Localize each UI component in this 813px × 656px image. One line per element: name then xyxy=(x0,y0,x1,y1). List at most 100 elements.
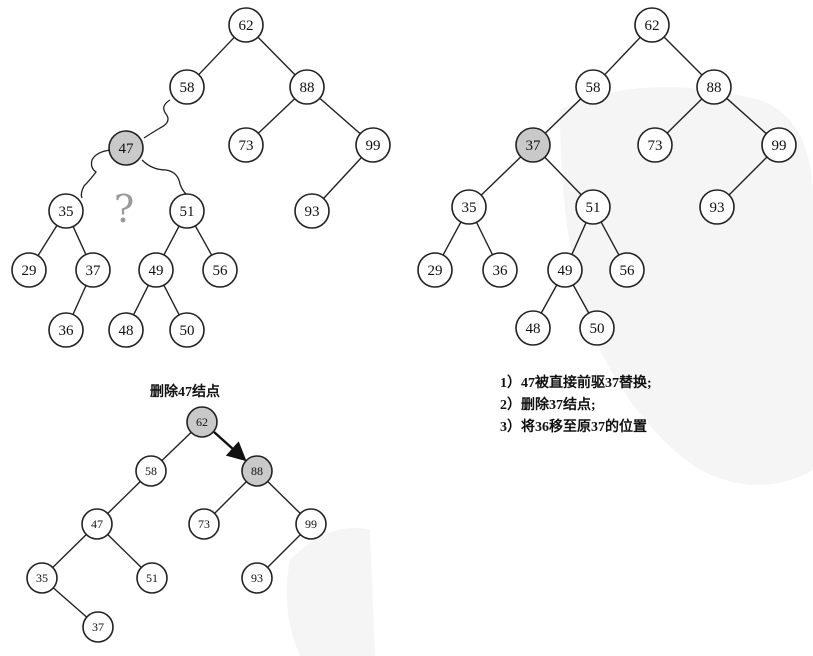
right-tree-node-label: 58 xyxy=(586,80,601,96)
left-tree-edge xyxy=(72,226,87,255)
bottom-tree-node-circle xyxy=(136,562,168,594)
right-tree-node: 50 xyxy=(579,310,615,346)
left-tree-edge xyxy=(72,285,87,315)
watermark-blob-bottom xyxy=(286,528,375,656)
right-tree-node-label: 56 xyxy=(620,263,636,279)
left-tree-node-label: 62 xyxy=(239,18,254,34)
bottom-tree-node: 47 xyxy=(81,508,113,540)
right-tree-edge xyxy=(728,156,768,196)
right-tree-node: 49 xyxy=(547,252,583,288)
right-tree-node: 51 xyxy=(575,189,611,225)
left-tree-node-label: 36 xyxy=(59,323,75,339)
bottom-tree-node: 93 xyxy=(241,562,273,594)
left-tree-node-label: 35 xyxy=(59,204,74,220)
bottom-tree-edge xyxy=(107,481,141,514)
step-item: 1）47被直接前驱37替换; xyxy=(500,376,652,391)
left-tree-node-circle xyxy=(48,193,84,229)
bottom-tree-caption: 删除47结点 xyxy=(150,385,220,400)
right-tree-node-label: 35 xyxy=(462,200,477,216)
right-tree-node: 48 xyxy=(515,310,551,346)
right-tree-node-label: 49 xyxy=(558,263,573,279)
left-tree-edge xyxy=(37,225,58,256)
bottom-tree-node: 62 xyxy=(186,406,218,438)
bottom-tree-edge xyxy=(52,534,87,568)
bottom-tree-node-label: 47 xyxy=(91,517,103,531)
left-tree-node-circle xyxy=(11,252,47,288)
right-tree-node-circle xyxy=(515,127,551,163)
right-tree-node-circle xyxy=(575,189,611,225)
right-tree-node: 88 xyxy=(696,69,732,105)
right-tree-edge xyxy=(442,221,462,256)
left-tree-broken-edge xyxy=(141,159,187,195)
bottom-tree-edge xyxy=(267,534,301,568)
steps-list: 1）47被直接前驱37替换; 2）删除37结点; 3）将36移至原37的位置 xyxy=(500,373,652,439)
step-item: 3）将36移至原37的位置 xyxy=(500,420,647,435)
left-tree-node: 29 xyxy=(11,252,47,288)
left-tree-broken-edge xyxy=(80,149,111,199)
right-tree-node: 29 xyxy=(417,252,453,288)
bottom-tree-node-circle xyxy=(186,406,218,438)
right-tree-node-circle xyxy=(547,252,583,288)
left-tree-node: 51 xyxy=(169,193,205,229)
right-tree-node-label: 37 xyxy=(526,138,542,154)
left-tree-node: 37 xyxy=(75,252,111,288)
bottom-tree-node-label: 93 xyxy=(251,571,263,585)
right-tree-node: 36 xyxy=(482,252,518,288)
left-tree-node: 93 xyxy=(294,193,330,229)
bottom-tree-edge xyxy=(161,431,192,462)
right-tree-node: 93 xyxy=(699,189,735,225)
right-tree-edge xyxy=(544,156,582,196)
bottom-tree-node: 51 xyxy=(136,562,168,594)
right-tree-node-label: 29 xyxy=(428,263,443,279)
left-tree-node: 36 xyxy=(48,312,84,348)
bottom-tree-node-circle xyxy=(135,455,167,487)
left-tree-node-label: 48 xyxy=(119,323,134,339)
bottom-tree-arrow xyxy=(213,431,247,462)
right-tree-node-circle xyxy=(609,252,645,288)
left-tree-node-label: 93 xyxy=(305,204,320,220)
bottom-tree-node-label: 58 xyxy=(145,464,157,478)
right-tree-node-circle xyxy=(696,69,732,105)
left-tree-node: 58 xyxy=(169,69,205,105)
left-tree-node-label: 29 xyxy=(22,263,37,279)
left-tree-edge xyxy=(163,284,180,316)
right-tree-node: 73 xyxy=(637,127,673,163)
bottom-tree-node: 88 xyxy=(241,455,273,487)
left-tree-node-circle xyxy=(355,127,391,163)
left-tree-node-circle xyxy=(228,7,264,43)
right-tree-edge xyxy=(600,221,620,256)
right-tree-node: 99 xyxy=(761,127,797,163)
right-tree-node-circle xyxy=(417,252,453,288)
bottom-tree-node-label: 88 xyxy=(251,464,263,478)
right-tree-node-label: 36 xyxy=(493,263,509,279)
right-tree-node-label: 93 xyxy=(710,200,725,216)
right-tree-node-circle xyxy=(451,189,487,225)
bottom-tree-node-label: 51 xyxy=(146,571,158,585)
left-tree-node: 56 xyxy=(202,252,238,288)
left-tree-edge xyxy=(319,97,361,135)
left-tree-edge xyxy=(257,36,296,76)
right-tree-edge xyxy=(666,98,703,134)
bottom-tree-node-circle xyxy=(295,508,327,540)
left-tree-node: 48 xyxy=(108,312,144,348)
left-tree-node-label: 56 xyxy=(213,263,229,279)
left-tree-node-circle xyxy=(75,252,111,288)
left-tree-node-circle xyxy=(202,252,238,288)
bottom-tree-edge xyxy=(52,587,88,618)
right-tree-node: 58 xyxy=(575,69,611,105)
left-tree-node: 49 xyxy=(138,252,174,288)
right-tree-edge xyxy=(544,98,582,134)
left-tree-node: 50 xyxy=(169,312,205,348)
bottom-tree-node-label: 62 xyxy=(196,415,208,429)
bottom-tree-node-circle xyxy=(188,508,220,540)
left-tree-node: 73 xyxy=(228,127,264,163)
bottom-tree-node-label: 73 xyxy=(198,517,210,531)
left-tree-edge xyxy=(257,98,296,134)
left-tree-node-circle xyxy=(169,69,205,105)
right-tree-node-circle xyxy=(761,127,797,163)
question-mark: ? xyxy=(114,187,134,231)
left-tree-node-label: 37 xyxy=(86,263,102,279)
right-tree-node: 56 xyxy=(609,252,645,288)
watermark-blob-right xyxy=(560,87,813,485)
